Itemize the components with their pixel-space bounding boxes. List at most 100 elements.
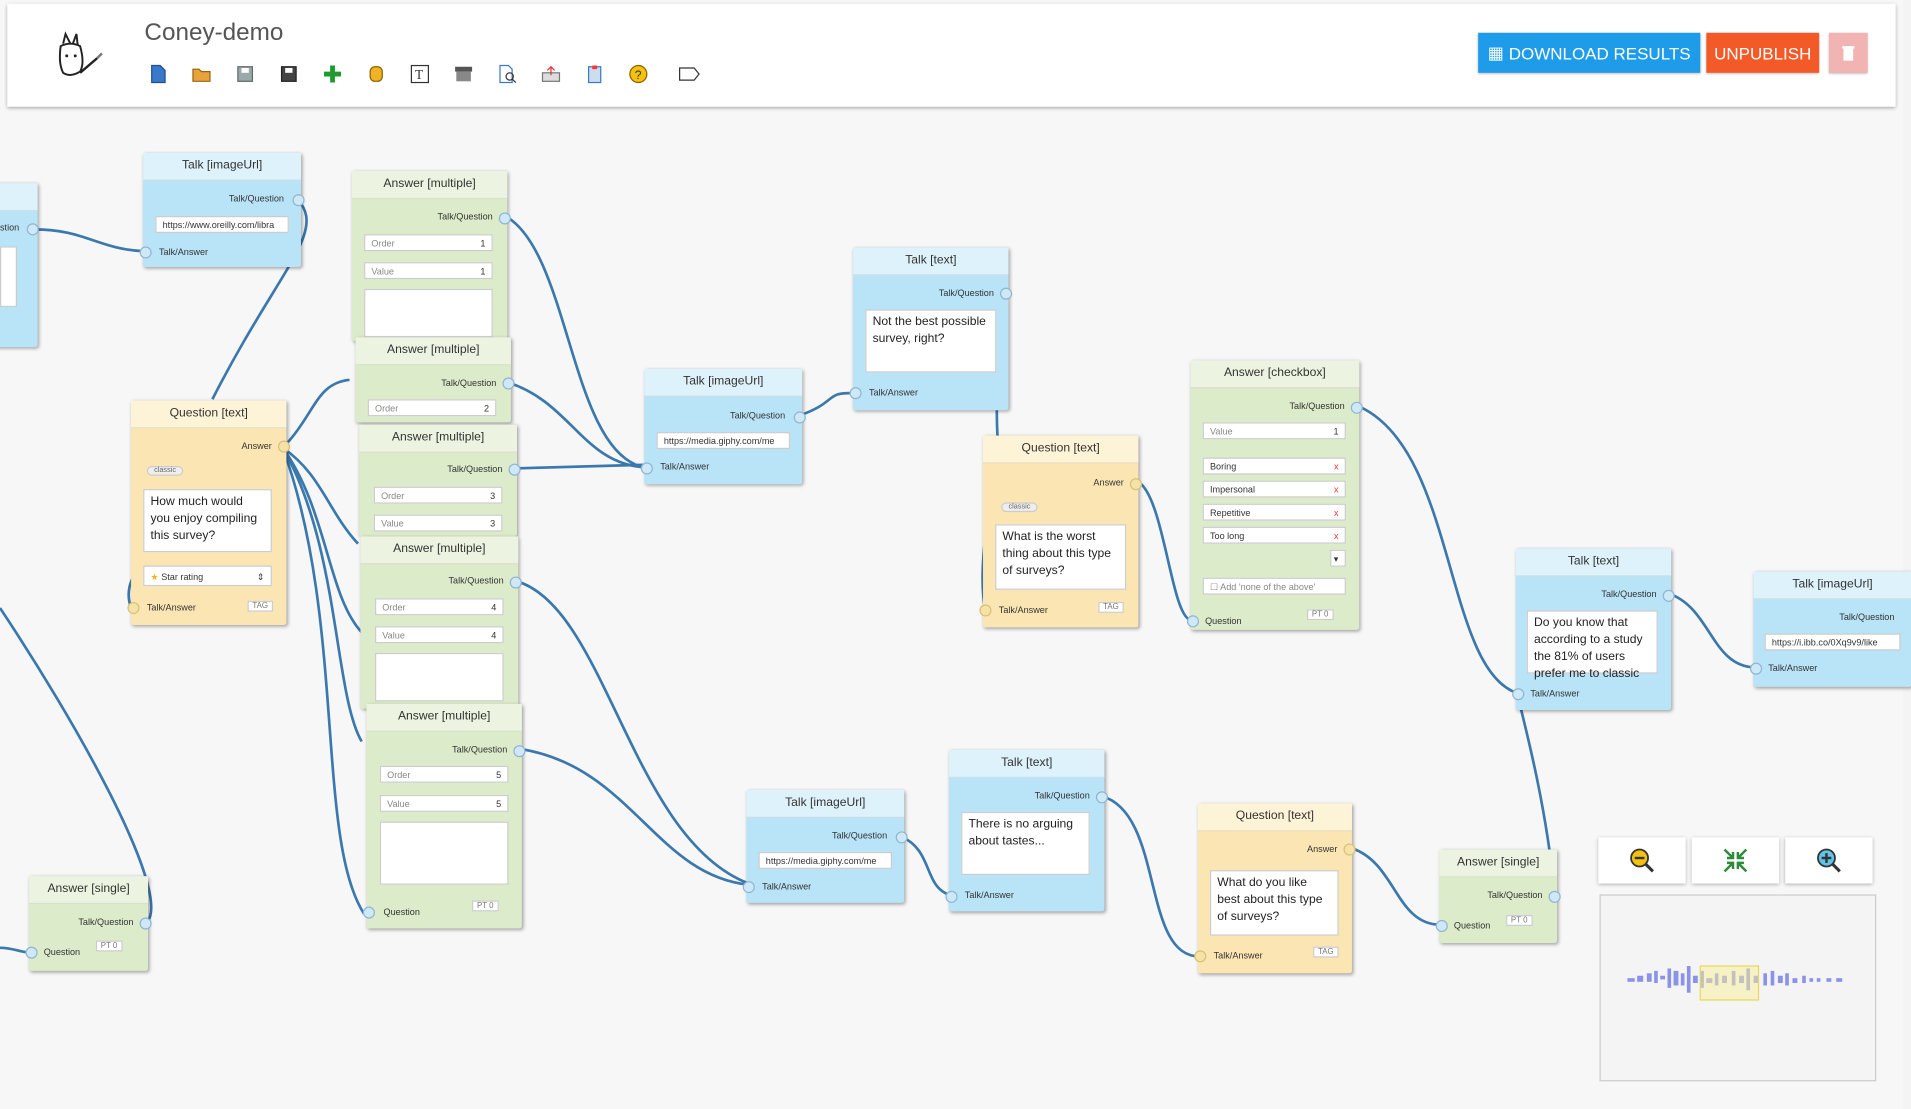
port-talk-question[interactable] — [895, 831, 908, 844]
zoom-in-button[interactable] — [1785, 837, 1873, 884]
port-talk-answer[interactable] — [127, 601, 140, 615]
node-answer-single[interactable]: Answer [single] Talk/Question Question P… — [25, 876, 152, 971]
port-talk-question[interactable] — [1000, 287, 1013, 300]
answer-textarea[interactable] — [364, 288, 493, 338]
rating-select[interactable]: ★ Star rating⇕ — [143, 565, 272, 587]
node-talk-imageurl[interactable]: Talk [imageUrl] Talk/Question https://me… — [742, 790, 908, 903]
port-out[interactable] — [26, 223, 39, 236]
node-answer-single[interactable]: Answer [single] Talk/Question Question P… — [1435, 849, 1561, 943]
port-talk-question[interactable] — [509, 576, 522, 589]
download-results-button[interactable]: ▦DOWNLOAD RESULTS — [1478, 32, 1701, 73]
url-field[interactable]: https://media.giphy.com/me — [656, 432, 791, 450]
question-textarea[interactable]: How much would you enjoy compiling this … — [143, 489, 272, 553]
add-option-button[interactable]: ▾ — [1330, 549, 1346, 567]
port-talk-question[interactable] — [1662, 589, 1675, 602]
node-talk-text[interactable]: Talk [text] Talk/Question There is no ar… — [945, 750, 1109, 912]
add-icon[interactable] — [322, 63, 344, 85]
port-talk-answer[interactable] — [1512, 688, 1525, 701]
unpublish-button[interactable]: UNPUBLISH — [1706, 32, 1820, 73]
clipboard-icon[interactable] — [584, 63, 606, 85]
port-talk-question[interactable] — [139, 917, 152, 930]
talk-textarea[interactable]: Do you know that according to a study th… — [1526, 610, 1658, 681]
text-box-icon[interactable]: T — [409, 63, 431, 85]
port-talk-answer[interactable] — [945, 890, 958, 903]
label-icon[interactable] — [678, 63, 700, 85]
port-talk-question[interactable] — [508, 463, 521, 476]
puzzle-icon[interactable] — [365, 63, 387, 85]
node-talk-text[interactable]: Talk [text] Talk/Question Do you know th… — [1512, 548, 1675, 710]
port-talk-answer[interactable] — [849, 387, 862, 400]
url-field[interactable]: https://www.oreilly.com/libra — [155, 216, 289, 234]
node-talk-imageurl[interactable]: Talk [imageUrl] Talk/Question https://ww… — [139, 152, 305, 267]
preview-icon[interactable] — [496, 63, 518, 85]
node-question-text[interactable]: Question [text] Answer classic What is t… — [979, 435, 1142, 628]
port-talk-answer[interactable] — [1750, 662, 1763, 675]
node-talk-imageurl[interactable]: Talk [imageUrl] Talk/Question https://i.… — [1750, 571, 1911, 687]
save-as-icon[interactable] — [278, 63, 300, 85]
node-question-text[interactable]: Question [text] Answer classic How much … — [127, 400, 291, 626]
node-question-text[interactable]: Question [text] Answer What do you like … — [1194, 803, 1356, 974]
port-question[interactable] — [362, 906, 376, 919]
port-answer[interactable] — [1343, 843, 1356, 856]
delete-button[interactable] — [1828, 32, 1868, 73]
help-icon[interactable]: ? — [627, 63, 649, 85]
port-question[interactable] — [25, 946, 38, 959]
zoom-out-button[interactable] — [1598, 837, 1686, 884]
port-talk-answer[interactable] — [139, 246, 152, 259]
save-icon[interactable] — [234, 63, 256, 85]
flow-canvas[interactable]: stion Talk [imageUrl] Talk/Question http… — [0, 110, 1911, 1109]
none-of-above-checkbox[interactable]: ☐ Add 'none of the above' — [1202, 577, 1346, 595]
port-talk-question[interactable] — [1350, 401, 1363, 414]
talk-textarea[interactable]: There is no arguing about tastes... — [961, 811, 1090, 876]
url-field[interactable]: https://i.ibb.co/0Xq9v9/like — [1764, 633, 1901, 651]
port-talk-question[interactable] — [502, 377, 515, 390]
minimap[interactable] — [1599, 894, 1877, 1082]
port-talk-answer[interactable] — [640, 462, 653, 475]
publish-icon[interactable] — [540, 63, 562, 85]
port-talk-question[interactable] — [292, 194, 305, 207]
port-talk-question[interactable] — [793, 411, 806, 424]
port-question[interactable] — [1186, 615, 1200, 628]
port-talk-question[interactable] — [498, 212, 511, 225]
url-field[interactable]: https://media.giphy.com/me — [758, 851, 892, 869]
answer-textarea[interactable] — [375, 652, 504, 702]
talk-textarea[interactable]: Not the best possible survey, right? — [865, 309, 997, 373]
new-file-icon[interactable] — [147, 63, 169, 85]
port-question[interactable] — [1435, 919, 1448, 933]
question-textarea[interactable]: What is the worst thing about this type … — [995, 524, 1127, 590]
port-talk-question[interactable] — [1095, 791, 1109, 804]
answer-textarea[interactable] — [379, 821, 509, 885]
node-partial-left[interactable]: stion — [0, 183, 39, 348]
node-talk-text[interactable]: Talk [text] Talk/Question Not the best p… — [849, 247, 1013, 411]
port-talk-question[interactable] — [1548, 890, 1561, 903]
archive-icon[interactable] — [453, 63, 475, 85]
text-area[interactable] — [0, 246, 17, 308]
port-answer[interactable] — [1129, 478, 1142, 491]
question-textarea[interactable]: What do you like best about this type of… — [1209, 870, 1339, 936]
port-talk-question[interactable] — [513, 745, 526, 758]
open-folder-icon[interactable] — [191, 63, 213, 85]
fit-screen-button[interactable] — [1691, 837, 1780, 884]
port-talk-answer[interactable] — [1194, 950, 1207, 963]
port-answer[interactable] — [277, 440, 291, 453]
